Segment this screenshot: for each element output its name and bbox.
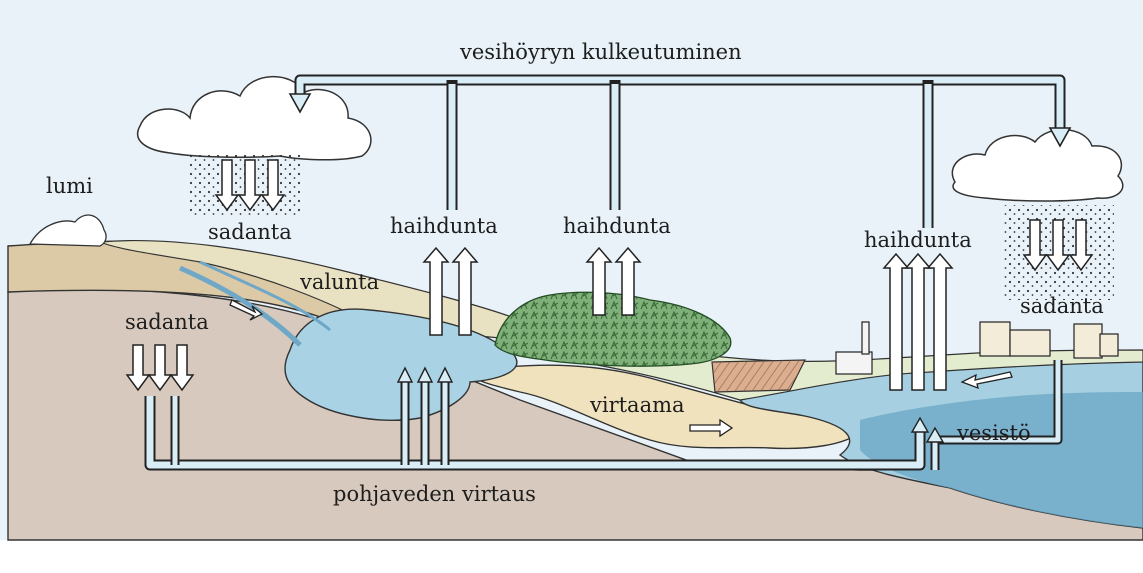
evaporation-label-forest: haihdunta	[563, 216, 671, 237]
vapor-transport-label: vesihöyryn kulkeutuminen	[460, 42, 742, 63]
evaporation-label-lake: haihdunta	[390, 216, 498, 237]
precipitation-label-right-cloud: sadanta	[1020, 296, 1104, 317]
evaporation-label-water: haihdunta	[864, 230, 972, 251]
field-hatch	[712, 360, 805, 392]
snow-label: lumi	[46, 176, 93, 197]
groundwater-flow-label: pohjaveden virtaus	[333, 484, 536, 505]
runoff-label: valunta	[300, 272, 379, 293]
water-body-label: vesistö	[957, 423, 1031, 444]
precipitation-label-ground: sadanta	[125, 312, 209, 333]
rain-dots	[188, 155, 300, 215]
page-bottom	[0, 540, 1143, 573]
precipitation-label-left-cloud: sadanta	[208, 222, 292, 243]
streamflow-label: virtaama	[590, 395, 685, 416]
